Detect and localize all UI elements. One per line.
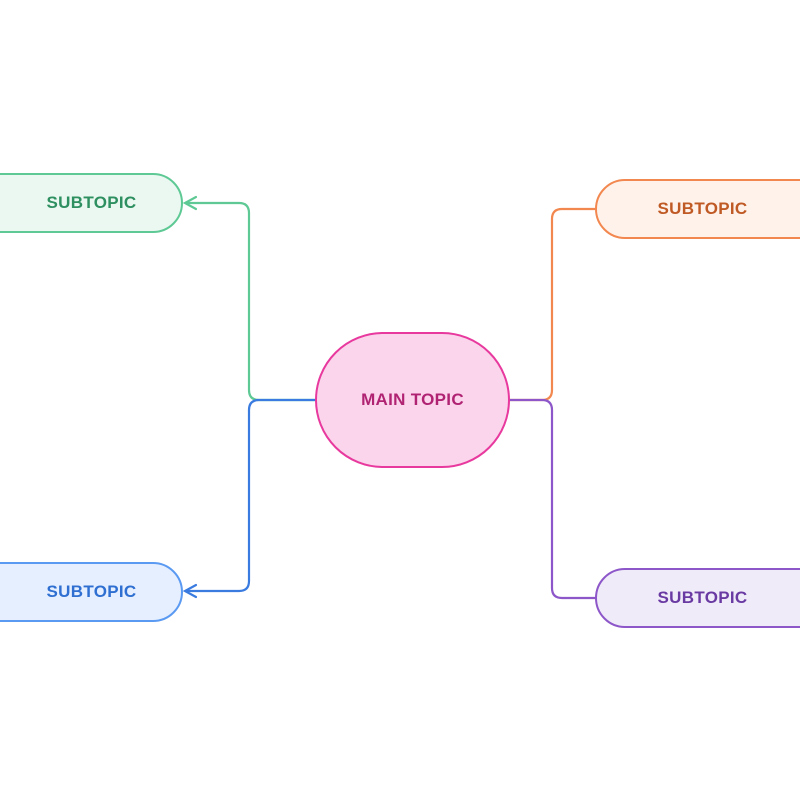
subtopic-label: SUBTOPIC [657, 199, 748, 218]
connector-bottom-left [186, 398, 317, 593]
subtopic-label: SUBTOPIC [46, 193, 137, 212]
arrowhead-bottom-left [182, 583, 198, 599]
subtopic-label: SUBTOPIC [46, 582, 137, 601]
connector-bottom-right [508, 398, 597, 600]
arrowhead-top-left [182, 195, 198, 211]
main-topic-node[interactable]: MAIN TOPIC [315, 332, 510, 468]
main-topic-label: MAIN TOPIC [361, 390, 464, 409]
connector-top-right [508, 207, 597, 402]
subtopic-node-top-right[interactable]: SUBTOPIC [595, 179, 800, 239]
subtopic-node-top-left[interactable]: SUBTOPIC [0, 173, 183, 233]
subtopic-node-bottom-right[interactable]: SUBTOPIC [595, 568, 800, 628]
subtopic-label: SUBTOPIC [657, 588, 748, 607]
connector-top-left [186, 201, 317, 402]
subtopic-node-bottom-left[interactable]: SUBTOPIC [0, 562, 183, 622]
